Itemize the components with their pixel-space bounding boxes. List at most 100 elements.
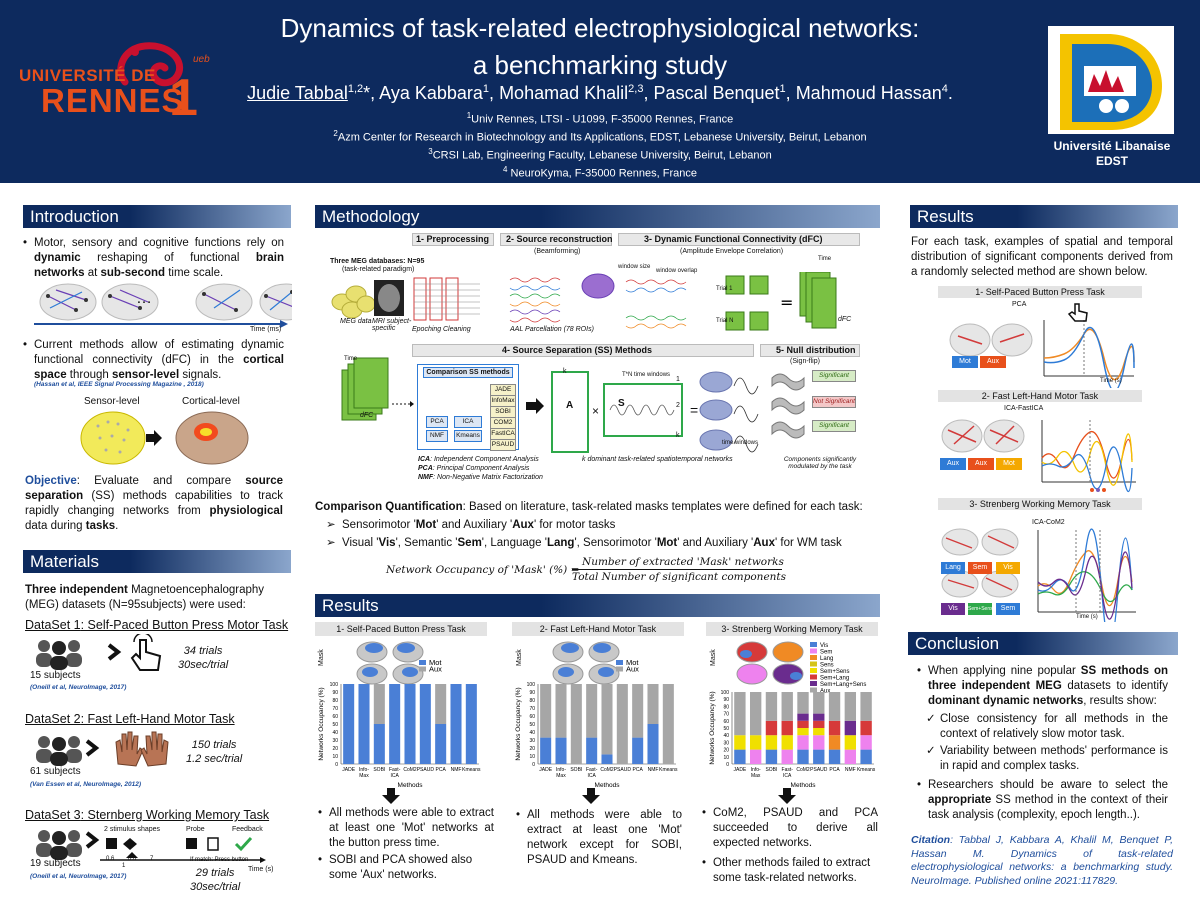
y-tick-label: 70 <box>723 712 729 718</box>
intro-bullet-1: Motor, sensory and cognitive functions r… <box>23 236 284 281</box>
bar-segment <box>860 720 872 736</box>
meg-data-label: MEG data <box>340 318 372 325</box>
step-preprocessing <box>412 233 494 246</box>
legend-label: Aux <box>429 665 442 674</box>
k-label: k <box>563 368 567 375</box>
y-axis-label: Networks Occupancy (%) <box>318 687 325 760</box>
author-name: Mohamad Khalil <box>499 83 629 103</box>
step-2-label: 2- Source reconstruction <box>506 234 613 244</box>
result-task-3-title: 3- Strenberg Working Memory Task <box>938 498 1142 510</box>
bar-segment <box>435 684 447 724</box>
result-task-2-method: ICA-FastICA <box>1004 405 1044 412</box>
text: at <box>84 267 101 279</box>
bar-segment <box>647 684 659 724</box>
conclusion-check-2: Variability between methods' performance… <box>926 744 1168 774</box>
affil-text: Univ Rennes, LTSI - U1099, F-35000 Renne… <box>471 113 734 126</box>
y-tick-label: 50 <box>723 726 729 732</box>
times-sign: × <box>592 404 600 418</box>
title-line-2: a benchmarking study <box>472 50 728 80</box>
logo-line-2: RENNES <box>41 82 185 119</box>
time-s-label: Time (s) <box>248 866 274 873</box>
text: (SS) methods capabilities to track rapid… <box>25 490 283 517</box>
text-bold: Aux <box>512 519 534 531</box>
x-axis-label: Methods <box>791 782 817 789</box>
x-tick-label: Max <box>359 773 369 779</box>
step-2-sub: (Beamforming) <box>534 248 581 255</box>
ds2-trials-info: 150 trials 1.2 sec/trial <box>186 738 242 766</box>
text: ', Language ' <box>481 537 547 549</box>
badge-aux: Aux <box>940 458 966 470</box>
bar-segment <box>586 684 598 738</box>
pca-definition: PCA: Principal Component Analysis <box>418 465 529 472</box>
epoching-label: Epoching <box>412 326 442 333</box>
time-windows-axis: time windows <box>722 440 759 446</box>
time-windows-label: T*N time windows <box>622 372 670 378</box>
legend-label: Aux <box>626 665 639 674</box>
result-task-1-method: PCA <box>1012 301 1027 308</box>
bar-segment <box>828 749 841 764</box>
logo-right-line-2: EDST <box>1095 154 1128 168</box>
text: When applying nine popular <box>928 665 1081 677</box>
badge-aux: Aux <box>968 458 994 470</box>
window-overlap-label: window overlap <box>656 268 698 274</box>
arrow-down-icon <box>778 788 796 804</box>
y-tick-label: 20 <box>529 746 535 752</box>
y-tick-label: 70 <box>332 706 338 712</box>
formula-numerator: Number of extracted 'Mask' networks <box>582 556 784 568</box>
x-tick-label: PCA <box>829 767 840 773</box>
legend-swatch <box>810 642 817 647</box>
y-axis-label: Networks Occupancy (%) <box>709 691 716 764</box>
text: 1.2 sec/trial <box>186 753 243 765</box>
window-size-label: window size <box>618 264 651 270</box>
chart-3-bar-chart: VisSemLangSensSem+SensSem+LangSem+Lang+S… <box>709 642 876 789</box>
text-bold: NMF <box>418 474 434 481</box>
section-materials: Materials <box>23 550 291 573</box>
chart-1-bullet-2: SOBI and PCA showed also some 'Aux' netw… <box>318 853 494 883</box>
bar-segment <box>632 684 644 738</box>
x-tick-label: ICA <box>783 773 792 779</box>
text: time scale. <box>165 267 224 279</box>
text: Sensorimotor ' <box>342 519 416 531</box>
logo-line-1: UNIVERSITÉ DE <box>19 66 156 85</box>
reference: (Hassan et al, IEEE Signal Processing Ma… <box>34 381 204 388</box>
text: 34 trials <box>183 645 223 657</box>
cortical-level-label: Cortical-level <box>182 396 240 407</box>
legend-swatch <box>810 661 817 667</box>
text: 150 trials <box>191 739 237 751</box>
text-bold: dynamic <box>34 252 81 264</box>
x-tick-label: Fast- <box>782 767 794 773</box>
cq-bullet-wm: Visual 'Vis', Semantic 'Sem', Language '… <box>326 536 882 551</box>
components-modulated-label: Components significantly modulated by th… <box>783 456 857 470</box>
bar-segment <box>734 735 746 750</box>
legend-swatch <box>810 681 817 686</box>
ds3-subjects: 19 subjects <box>30 858 81 869</box>
bar-segment <box>632 737 644 764</box>
x-tick-label: JADE <box>539 767 552 773</box>
bar-segment <box>555 737 567 764</box>
text: through <box>66 369 113 381</box>
affil-num: 2 <box>333 129 338 138</box>
text-bold: sensor-level <box>112 369 180 381</box>
bar-segment <box>389 684 401 764</box>
text-bold: brain networks <box>34 252 284 279</box>
bar-segment <box>662 684 674 764</box>
method-pca: PCA <box>426 416 448 428</box>
y-tick-label: 80 <box>332 698 338 704</box>
conclusion-check-1: Close consistency for all methods in the… <box>926 712 1168 742</box>
meg-db-sub: (task-related paradigm) <box>342 266 415 273</box>
significant-tag: Significant <box>812 420 856 432</box>
bar-segment <box>781 735 793 750</box>
step-3-sub: (Amplitude Envelope Correlation) <box>680 248 784 255</box>
legend-label: Sem <box>820 650 832 656</box>
bar-segment <box>813 713 825 721</box>
text-bold: cortical space <box>34 354 284 381</box>
bar-segment <box>844 692 857 721</box>
text: : Sternberg Working Memory Task <box>80 808 270 822</box>
y-tick-label: 60 <box>332 714 338 720</box>
bar-segment <box>570 684 582 764</box>
y-tick-label: 0 <box>335 762 338 768</box>
author-affil: 4 <box>941 83 948 95</box>
x-tick-label: Info- <box>359 767 369 773</box>
x-tick-label: NMF <box>648 767 659 773</box>
text-bold: ICA <box>418 456 431 463</box>
